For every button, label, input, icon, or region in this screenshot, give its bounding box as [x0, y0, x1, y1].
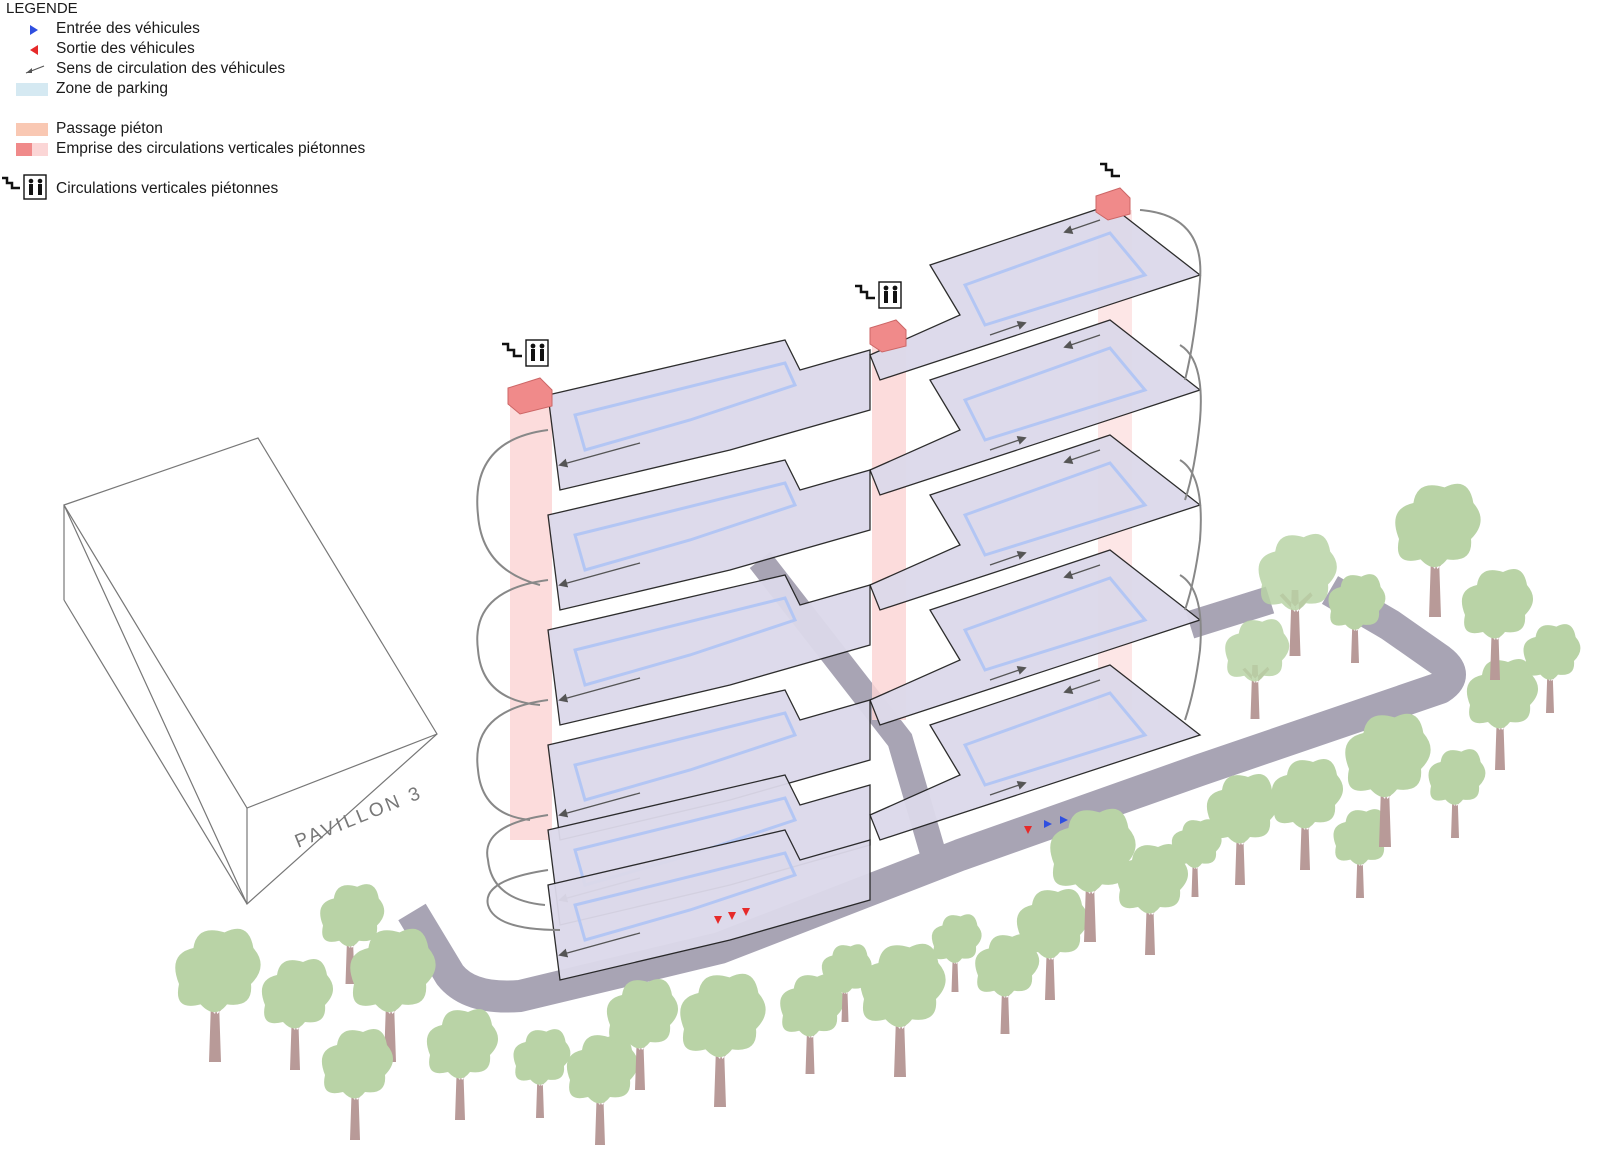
legend-item-vertical-footprint: Emprise des circulations verticales piét…	[4, 140, 424, 160]
floor-left-1	[547, 339, 871, 491]
tree	[175, 928, 261, 1062]
parking-floors	[547, 204, 1202, 981]
tree	[320, 884, 385, 984]
tree	[1116, 843, 1189, 955]
stairs-icon-right	[1100, 162, 1120, 178]
legend-item-direction: Sens de circulation des véhicules	[4, 60, 424, 80]
floor-left-4	[547, 689, 871, 841]
floor-right-5	[869, 664, 1202, 841]
tree	[1428, 749, 1486, 838]
tree	[1461, 568, 1534, 680]
tree	[426, 1008, 499, 1120]
core-caps	[507, 187, 1131, 415]
tree	[606, 978, 679, 1090]
tree	[780, 974, 845, 1074]
blue-triangle-icon	[30, 25, 38, 35]
tree	[1171, 819, 1222, 897]
red-triangle-icon	[30, 45, 38, 55]
floor-right-3	[869, 434, 1202, 611]
tree	[931, 914, 982, 992]
tree	[1345, 713, 1431, 847]
legend: LEGENDE Entrée des véhicules Sortie des …	[2, 0, 424, 215]
tree	[1258, 533, 1337, 656]
floor-right-4	[869, 549, 1202, 726]
tree	[350, 928, 436, 1062]
legend-item-parking: Zone de parking	[4, 80, 424, 100]
legend-item-entry: Entrée des véhicules	[4, 20, 424, 40]
right-spiral-ramp	[1139, 209, 1202, 721]
floor-left-6	[547, 829, 871, 981]
legend-title: LEGENDE	[6, 0, 78, 17]
parking-swatch	[16, 83, 48, 96]
stairs-elevator-icon-left	[502, 339, 549, 367]
tree	[566, 1033, 639, 1145]
tree	[1523, 624, 1581, 713]
tree	[1466, 658, 1539, 770]
vertical-swatch	[16, 143, 48, 156]
core-center	[872, 340, 906, 720]
pavillon-3-building: PAVILLON 3	[63, 437, 438, 905]
legend-item-vertical-circulation: Circulations verticales piétonnes	[2, 174, 424, 210]
arrow-icon	[25, 65, 45, 74]
stairs-elevator-icon-center	[855, 281, 902, 309]
stairs-elevator-icon	[2, 174, 47, 200]
trees	[175, 483, 1581, 1145]
tree	[321, 1028, 394, 1140]
tree	[1328, 574, 1386, 663]
floor-right-2	[869, 319, 1202, 496]
tree	[680, 973, 766, 1107]
floor-left-2	[547, 459, 871, 611]
tree	[860, 943, 946, 1077]
tree	[261, 958, 334, 1070]
tree	[1206, 773, 1279, 885]
tree	[1333, 809, 1391, 898]
tree	[1271, 758, 1344, 870]
tree	[1395, 483, 1481, 617]
tree	[513, 1029, 571, 1118]
core-left	[510, 400, 552, 840]
tree	[821, 944, 872, 1022]
legend-item-crossing: Passage piéton	[4, 120, 424, 140]
tree	[1016, 888, 1089, 1000]
left-spiral-ramp	[476, 429, 561, 931]
crossing-swatch	[16, 123, 48, 136]
tree	[1225, 619, 1290, 719]
tree	[1050, 808, 1136, 942]
floor-left-3	[547, 574, 871, 726]
entry-exit-markers-right	[1024, 816, 1068, 834]
exit-markers-left	[714, 908, 750, 924]
legend-item-exit: Sortie des véhicules	[4, 40, 424, 60]
